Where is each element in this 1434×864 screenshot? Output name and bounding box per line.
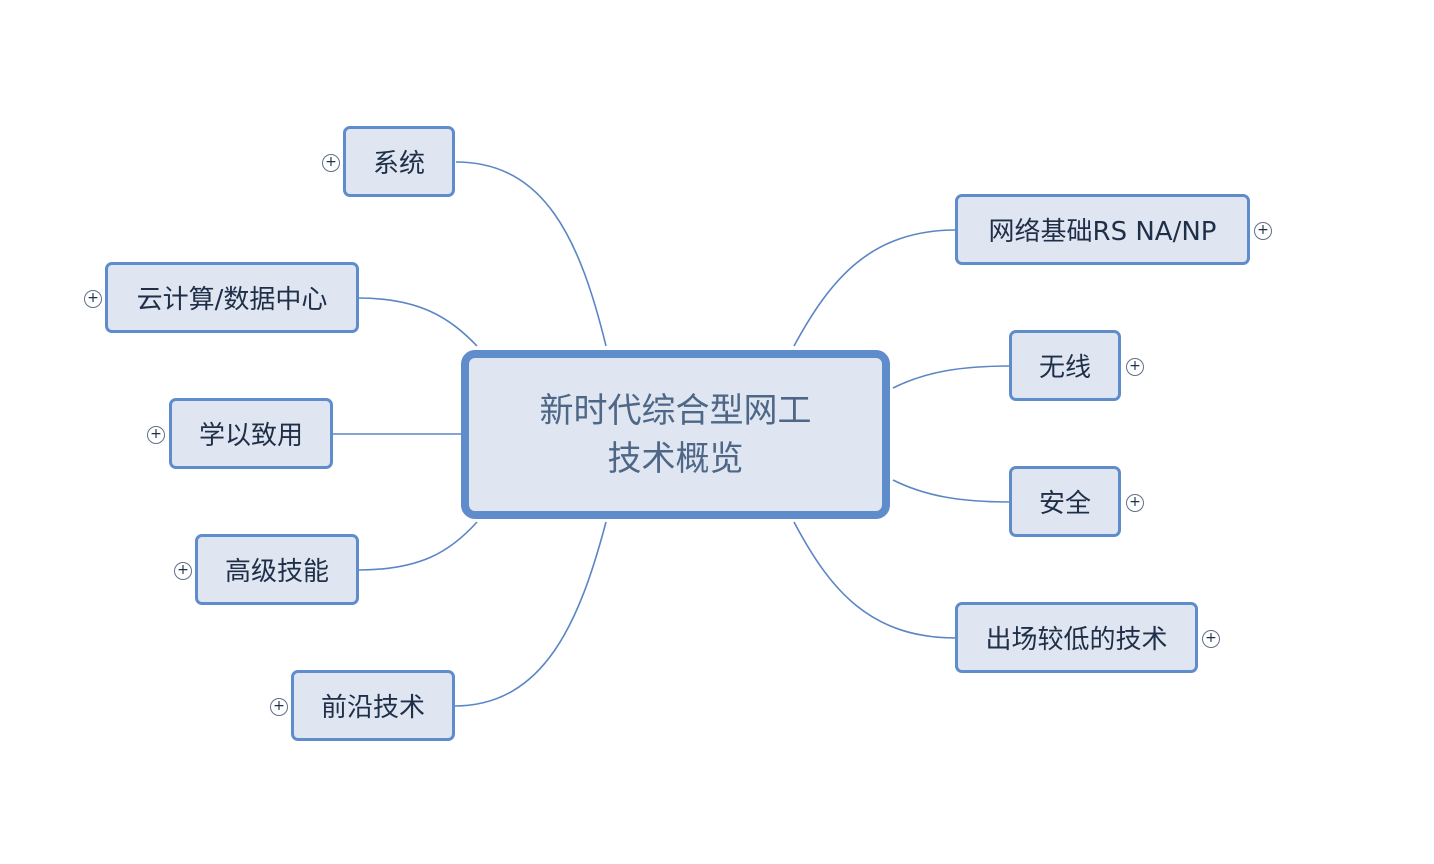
central-topic-line-1: 新时代综合型网工 [539, 390, 812, 431]
topic-yunjisuan[interactable]: 云计算/数据中心 [105, 262, 359, 333]
topic-label: 云计算/数据中心 [136, 285, 328, 315]
edge-yunjisuan [357, 297, 478, 347]
topic-wangluojichu[interactable]: 网络基础RS NA/NP [955, 194, 1250, 265]
topic-anquan[interactable]: 安全 [1009, 466, 1121, 537]
edge-xitong [455, 161, 607, 347]
edge-anquan [892, 479, 1011, 503]
expand-icon[interactable]: + [1126, 358, 1144, 376]
expand-icon[interactable]: + [1254, 222, 1272, 240]
expand-icon[interactable]: + [1202, 630, 1220, 648]
topic-chuchang[interactable]: 出场较低的技术 [955, 602, 1198, 673]
topic-label: 学以致用 [198, 421, 303, 451]
central-topic-line-2: 技术概览 [607, 438, 744, 479]
expand-icon[interactable]: + [322, 154, 340, 172]
topic-label: 安全 [1038, 489, 1091, 519]
edge-wuxian [892, 365, 1011, 389]
expand-icon[interactable]: + [147, 426, 165, 444]
topic-wuxian[interactable]: 无线 [1009, 330, 1121, 401]
topic-qianyanjishu[interactable]: 前沿技术 [291, 670, 455, 741]
edge-qianyanjishu [453, 521, 607, 707]
expand-icon[interactable]: + [1126, 494, 1144, 512]
topic-xitong[interactable]: 系统 [343, 126, 455, 197]
topic-label: 系统 [372, 149, 425, 179]
edge-wangluojichu [793, 229, 957, 347]
expand-icon[interactable]: + [174, 562, 192, 580]
expand-icon[interactable]: + [270, 698, 288, 716]
edge-gaojijineng [357, 521, 478, 571]
topic-label: 前沿技术 [320, 693, 425, 723]
topic-label: 网络基础RS NA/NP [988, 217, 1217, 247]
topic-label: 高级技能 [224, 557, 329, 587]
topic-gaojijineng[interactable]: 高级技能 [195, 534, 359, 605]
central-topic[interactable]: 新时代综合型网工 技术概览 [461, 350, 890, 519]
expand-icon[interactable]: + [84, 290, 102, 308]
edge-chuchang [793, 521, 957, 639]
topic-label: 出场较低的技术 [985, 625, 1168, 655]
topic-label: 无线 [1038, 353, 1091, 383]
topic-xueyizhiyong[interactable]: 学以致用 [169, 398, 333, 469]
